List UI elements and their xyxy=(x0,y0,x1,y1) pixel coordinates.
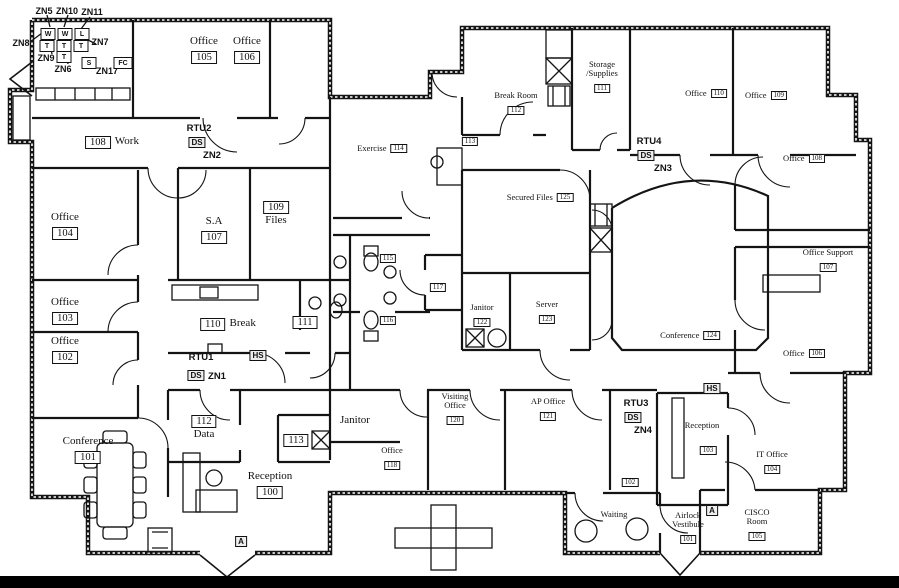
room-label-office-110: Office 110 xyxy=(685,88,727,99)
fixture-box-t1: T xyxy=(39,40,55,52)
room-label-sa-107: S.A 107 xyxy=(201,215,227,244)
room-label-ap-office-121: AP Office 121 xyxy=(530,396,566,422)
fixture-box-w1: W xyxy=(40,28,56,40)
room-label-reception-100: Reception 100 xyxy=(247,470,293,499)
fixture-box-t4: T xyxy=(56,51,72,63)
fixture-box-t3: T xyxy=(73,40,89,52)
room-label-office-108: Office 108 xyxy=(783,153,826,164)
room-label-it-office-104: IT Office 104 xyxy=(756,449,788,475)
zone-callout-zn11: ZN11 xyxy=(81,7,103,17)
drawing-border-bar xyxy=(0,576,899,588)
room-label-conference-124: Conference 124 xyxy=(660,330,720,341)
room-label-break-110: 110 Break xyxy=(200,317,256,332)
room-label-visiting-office-120: Visiting Office 120 xyxy=(441,391,469,426)
room-label-115: 115 xyxy=(379,248,397,265)
interior-walls xyxy=(32,20,870,553)
room-label-113: 113 xyxy=(283,431,309,448)
room-label-office-106: Office 106 xyxy=(233,35,261,64)
fixture-box-s: S xyxy=(81,57,97,69)
zone-callout-zn10: ZN10 xyxy=(55,6,79,16)
room-label-files-109: 109 Files xyxy=(263,198,289,226)
fixture-box-t2: T xyxy=(56,40,72,52)
equipment-label-zn4: ZN4 xyxy=(634,425,652,436)
equipment-label-rtu4: RTU4 xyxy=(636,136,662,147)
zone-callout-zn9: ZN9 xyxy=(37,53,55,63)
room-label-server-123: Server 123 xyxy=(535,299,559,325)
equipment-box-ds-rtu3: DS xyxy=(624,412,642,423)
room-label-office-118: Office 118 xyxy=(381,445,403,471)
room-label-secured-files-125: Secured Files 125 xyxy=(507,192,574,203)
zone-callout-zn17: ZN17 xyxy=(95,66,119,76)
fixture-box-w2: W xyxy=(57,28,73,40)
room-label-conference-101: Conference 101 xyxy=(62,435,114,464)
room-label-113-corridor: 113 xyxy=(461,131,479,148)
equipment-box-hs-2: HS xyxy=(703,383,721,394)
furniture xyxy=(8,14,821,571)
room-label-111: 111 xyxy=(292,313,318,330)
room-label-office-105: Office 105 xyxy=(190,35,218,64)
equipment-label-zn3: ZN3 xyxy=(654,163,672,174)
equipment-box-a-2: A xyxy=(706,505,718,516)
door-arcs xyxy=(107,73,791,534)
room-label-office-support-107: Office Support 107 xyxy=(802,247,854,273)
room-label-reception-103-name: Reception xyxy=(684,420,720,430)
equipment-box-hs-1: HS xyxy=(249,350,267,361)
room-label-break-room-112: Break Room 112 xyxy=(494,90,538,116)
zone-callout-zn7: ZN7 xyxy=(91,37,109,47)
equipment-label-zn2: ZN2 xyxy=(203,150,221,161)
room-label-reception-103-num: 103 xyxy=(699,440,717,457)
room-label-office-109: Office 109 xyxy=(745,90,788,101)
room-label-airlock-vestibule-101: Airlock Vestibule 101 xyxy=(672,510,704,545)
equipment-box-a-1: A xyxy=(235,536,247,547)
equipment-label-zn1: ZN1 xyxy=(208,371,226,382)
exterior-wall-hatching xyxy=(9,19,871,554)
room-label-office-103: Office 103 xyxy=(51,296,79,325)
equipment-label-rtu2: RTU2 xyxy=(186,123,212,134)
zone-callout-zn8: ZN8 xyxy=(12,38,30,48)
zone-callout-zn5: ZN5 xyxy=(35,6,53,16)
room-label-data-112: 112 Data xyxy=(191,412,217,440)
equipment-box-ds-rtu4: DS xyxy=(637,150,655,161)
equipment-label-rtu1: RTU1 xyxy=(188,352,214,363)
room-label-117: 117 xyxy=(429,277,447,294)
room-label-work-108: 108 Work xyxy=(85,135,139,150)
room-label-cisco-room-105: CISCO Room 105 xyxy=(744,507,770,542)
room-label-janitor-122: Janitor 122 xyxy=(470,302,494,328)
room-label-office-104: Office 104 xyxy=(51,211,79,240)
entry-doors xyxy=(199,552,701,579)
equipment-box-ds-rtu1: DS xyxy=(187,370,205,381)
room-label-waiting-name: Waiting xyxy=(600,509,628,519)
room-label-exercise-114: Exercise 114 xyxy=(357,143,407,154)
room-label-office-106-right: Office 106 xyxy=(783,348,826,359)
zone-callout-zn6: ZN6 xyxy=(54,64,72,74)
equipment-label-rtu3: RTU3 xyxy=(623,398,649,409)
equipment-box-ds-rtu2: DS xyxy=(188,137,206,148)
room-label-116: 116 xyxy=(379,310,397,327)
fixture-box-l: L xyxy=(74,28,90,40)
room-label-janitor-center: Janitor xyxy=(340,414,370,426)
room-label-office-102: Office 102 xyxy=(51,335,79,364)
room-label-waiting-102-num: 102 xyxy=(621,472,639,489)
room-label-storage-supplies-111: Storage /Supplies 111 xyxy=(586,59,618,94)
fixture-box-fc: FC xyxy=(113,57,133,69)
